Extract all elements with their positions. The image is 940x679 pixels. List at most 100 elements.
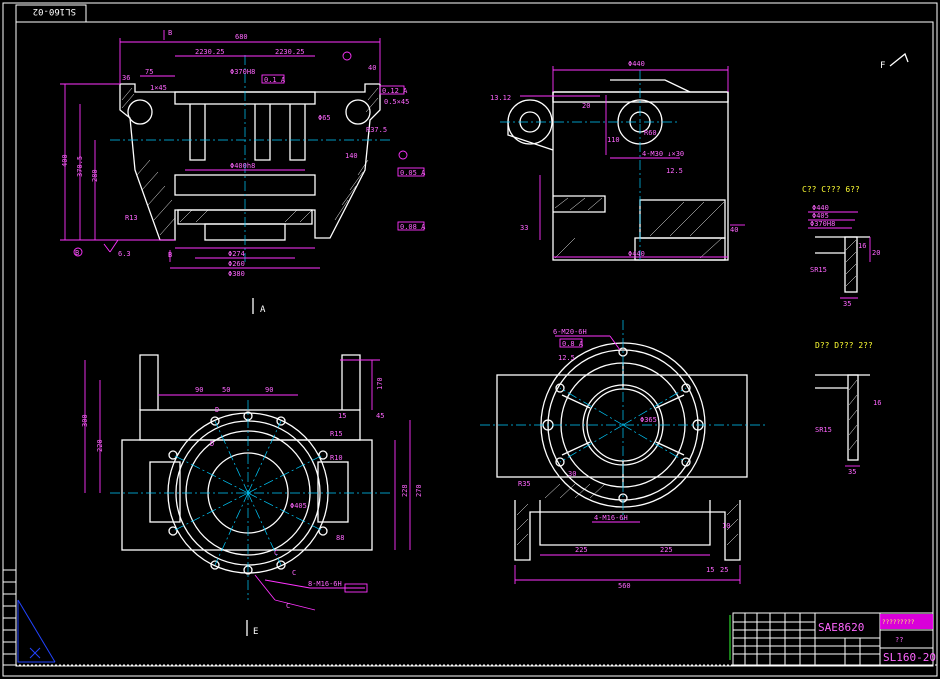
front-radius-2: R37.5 bbox=[366, 126, 387, 134]
detail-c-radius: SR15 bbox=[810, 266, 827, 274]
ucs-icon bbox=[17, 599, 56, 663]
detail-c-dim-16: 16 bbox=[858, 242, 866, 250]
front-radius-1: R13 bbox=[125, 214, 138, 222]
title-company: ????????? bbox=[882, 619, 915, 626]
side-view: Φ440 Φ440 13.12 4-M30 ↓×30 R60 12.5 110 … bbox=[490, 60, 745, 262]
bottom-dim-10: 10 bbox=[722, 522, 730, 530]
detail-c-d3: Φ370H8 bbox=[810, 220, 835, 228]
front-height-2: 280 bbox=[91, 169, 99, 182]
view-label-e: E bbox=[253, 627, 258, 637]
front-half-left: 2230.25 bbox=[195, 48, 225, 56]
front-tol-2: 0.12 A bbox=[382, 87, 408, 95]
front-dim-75: 75 bbox=[145, 68, 153, 76]
stamp-box bbox=[15, 4, 87, 23]
front-b-top: B bbox=[168, 29, 172, 37]
front-tol-1: 0.1 A bbox=[264, 76, 286, 84]
top-dim-45: 45 bbox=[376, 412, 384, 420]
top-dim-270: 270 bbox=[415, 484, 423, 497]
bottom-roughness: 12.5 bbox=[558, 354, 575, 362]
top-d-mark-2: D bbox=[210, 440, 214, 448]
top-dim-50: 50 bbox=[222, 386, 230, 394]
front-height-total: 400 bbox=[61, 154, 69, 167]
revision-strip bbox=[2, 569, 17, 666]
top-dim-220: 220 bbox=[96, 439, 104, 452]
front-b-mark: B bbox=[75, 249, 79, 257]
front-dim-40: 40 bbox=[368, 64, 376, 72]
top-dim-15: 15 bbox=[338, 412, 346, 420]
bottom-bore: Φ365 bbox=[640, 416, 657, 424]
title-block: ????????? SAE8620 ?? SL160-20 bbox=[732, 612, 936, 666]
front-tol-3: 0.05 A bbox=[400, 169, 426, 177]
bottom-dim-225a: 225 bbox=[575, 546, 588, 554]
front-bore-low: Φ274 bbox=[228, 250, 245, 258]
side-dim-1: 13.12 bbox=[490, 94, 511, 102]
top-thread: 8-M16-6H bbox=[308, 580, 342, 588]
detail-c-d2: Φ405 bbox=[812, 212, 829, 220]
top-c-mark: C bbox=[274, 549, 278, 557]
side-bottom-width: Φ440 bbox=[628, 250, 645, 258]
front-bore-small: Φ260 bbox=[228, 260, 245, 268]
detail-d-title: D?? D??? 2?? bbox=[815, 341, 873, 350]
side-dim-20: 20 bbox=[582, 102, 590, 110]
bottom-radius: R35 bbox=[518, 480, 531, 488]
title-sheet-mark: ?? bbox=[895, 636, 903, 644]
top-view: 90 50 90 300 220 170 228 270 R10 R15 Φ40… bbox=[81, 354, 423, 611]
detail-c-dim-20: 20 bbox=[872, 249, 880, 257]
detail-c-dim-35: 35 bbox=[843, 300, 851, 308]
front-dim-65: Φ65 bbox=[318, 114, 331, 122]
front-dim-140: 140 bbox=[345, 152, 358, 160]
front-tol-4: 0.08 A bbox=[400, 223, 426, 231]
front-bore-mid: Φ400h8 bbox=[230, 162, 255, 170]
top-c-mark-3: C bbox=[286, 602, 290, 610]
top-dim-300: 300 bbox=[81, 414, 89, 427]
side-roughness: 12.5 bbox=[666, 167, 683, 175]
f-mark: F bbox=[880, 61, 885, 71]
front-bore-bottom: Φ380 bbox=[228, 270, 245, 278]
detail-c: C?? C??? 6?? Φ440 Φ405 Φ370H8 SR15 35 20… bbox=[802, 185, 880, 308]
bottom-overall: 560 bbox=[618, 582, 631, 590]
side-dim-33: 33 bbox=[520, 224, 528, 232]
bottom-dim-225b: 225 bbox=[660, 546, 673, 554]
bottom-thread-bottom: 4-M16-6H bbox=[594, 514, 628, 522]
top-bore: Φ405 bbox=[290, 502, 307, 510]
stamp-text: SL160-02 bbox=[33, 6, 76, 16]
top-dim-90b: 90 bbox=[265, 386, 273, 394]
top-radius-r10: R10 bbox=[330, 454, 343, 462]
top-dim-88: 88 bbox=[336, 534, 344, 542]
detail-d-dim-35: 35 bbox=[848, 468, 856, 476]
side-dim-40: 40 bbox=[730, 226, 738, 234]
top-dim-90a: 90 bbox=[195, 386, 203, 394]
front-chamfer-2: 0.5×45 bbox=[384, 98, 409, 106]
view-label-a: A bbox=[260, 305, 266, 315]
front-bore-top: Φ370H8 bbox=[230, 68, 255, 76]
bottom-thread-top: 6-M20-6H bbox=[553, 328, 587, 336]
front-overall-width: 680 bbox=[235, 33, 248, 41]
top-d-mark: D bbox=[215, 406, 219, 414]
detail-d-dim-16: 16 bbox=[873, 399, 881, 407]
front-b-mark-2: B bbox=[168, 251, 172, 259]
bottom-dim-25: 25 bbox=[720, 566, 728, 574]
detail-c-d1: Φ440 bbox=[812, 204, 829, 212]
front-dim-6-3: 6.3 bbox=[118, 250, 131, 258]
bottom-dim-30: 30 bbox=[568, 470, 576, 478]
top-radius-r15: R15 bbox=[330, 430, 343, 438]
title-part-no: SL160-20 bbox=[883, 651, 936, 664]
side-thread: 4-M30 ↓×30 bbox=[642, 150, 684, 158]
front-view: 680 2230.25 2230.25 Φ370H8 Φ400h8 Φ274 Φ… bbox=[60, 29, 426, 278]
top-c-mark-2: C bbox=[292, 569, 296, 577]
bottom-dim-15: 15 bbox=[706, 566, 714, 574]
detail-c-title: C?? C??? 6?? bbox=[802, 185, 860, 194]
side-dim-110: 110 bbox=[607, 136, 620, 144]
bottom-view: 6-M20-6H 0.8 A 12.5 Φ365 225 225 560 4-M… bbox=[480, 320, 765, 590]
front-chamfer-1: 1×45 bbox=[150, 84, 167, 92]
front-dim-36: 36 bbox=[122, 74, 130, 82]
side-radius: R60 bbox=[644, 129, 657, 137]
detail-d-radius: SR15 bbox=[815, 426, 832, 434]
front-half-right: 2230.25 bbox=[275, 48, 305, 56]
top-dim-170: 170 bbox=[376, 377, 384, 390]
bottom-tol: 0.8 A bbox=[562, 340, 584, 348]
title-material: SAE8620 bbox=[818, 621, 864, 634]
detail-d: D?? D??? 2?? SR15 35 16 bbox=[815, 341, 881, 476]
